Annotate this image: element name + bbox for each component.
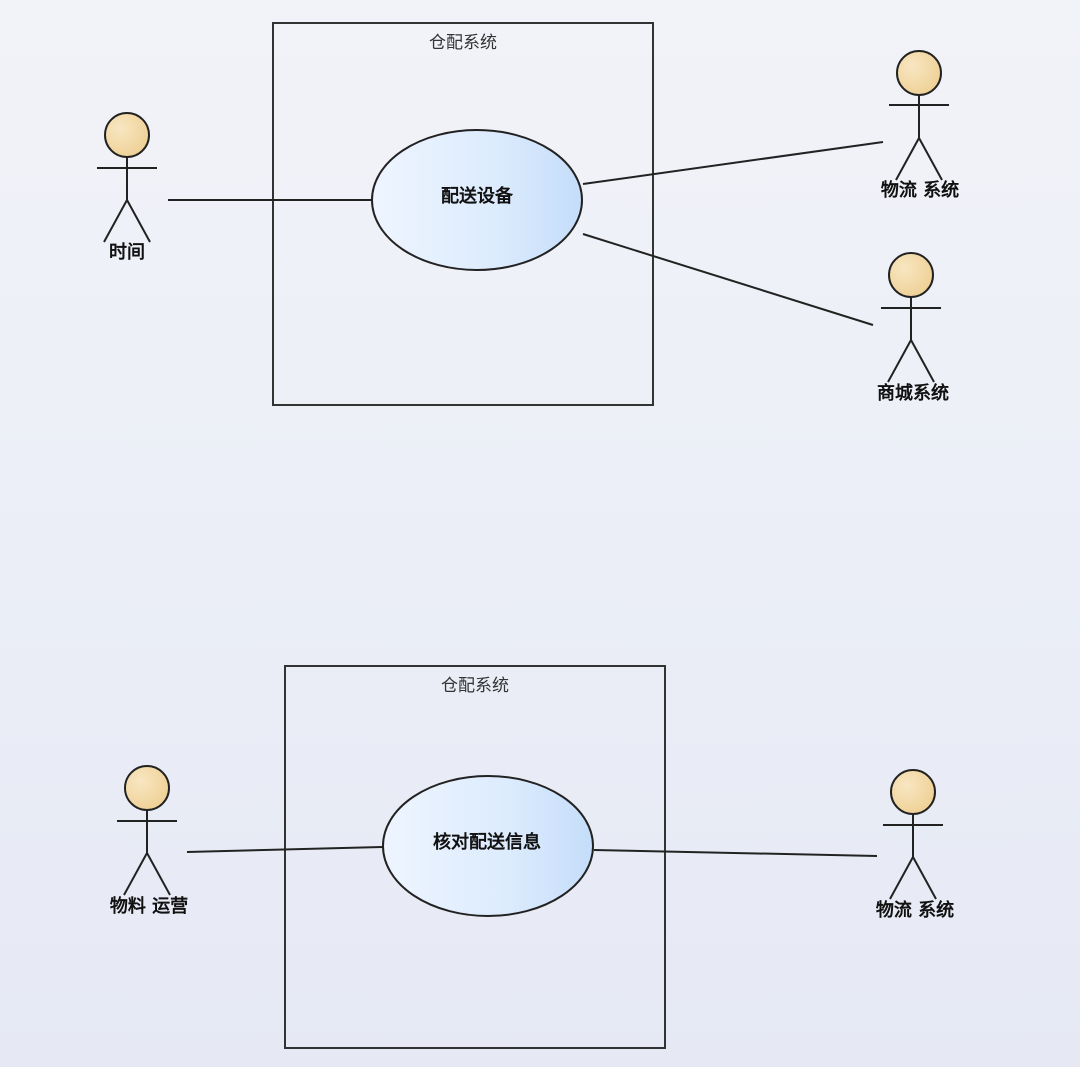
actor-label: 物料 运营 [110,895,188,917]
actor-head-icon [104,112,150,158]
association-usecase-logistics[interactable] [593,849,878,857]
diagram-2: 仓配系统 核对配送信息 物料 运营 物流 系统 [110,665,954,1049]
usecase-label: 配送设备 [441,185,514,207]
system-boundary-title-2: 仓配系统 [441,676,509,696]
usecase-ellipse[interactable] [382,775,594,917]
actor-legs [895,135,943,181]
actor-label: 时间 [109,242,145,263]
actor-head-icon [896,50,942,96]
actor-label: 物流 系统 [881,179,959,201]
usecase-label: 核对配送信息 [433,831,541,853]
association-usecase-mall[interactable] [582,233,874,326]
actor-legs [889,854,937,900]
actor-legs [103,197,151,243]
actor-mall-system[interactable]: 商城系统 [877,252,949,404]
diagram-1: 仓配系统 配送设备 时间 物流 系统 [97,22,959,406]
usecase-delivery-equipment[interactable]: 配送设备 [371,129,583,271]
association-material-ops-usecase[interactable] [186,846,385,853]
actor-head-icon [888,252,934,298]
actor-material-operations[interactable]: 物料 运营 [110,765,188,917]
system-boundary-title-1: 仓配系统 [429,33,497,53]
usecase-verify-delivery-info[interactable]: 核对配送信息 [382,775,594,917]
system-boundary-1[interactable] [272,22,654,406]
actor-logistics-system[interactable]: 物流 系统 [881,50,959,201]
association-usecase-logistics[interactable] [582,141,884,185]
actor-label: 商城系统 [877,382,949,404]
actor-legs [887,337,935,383]
actor-label: 物流 系统 [876,899,954,921]
actor-time[interactable]: 时间 [97,112,157,263]
actor-legs [123,850,171,896]
system-boundary-2[interactable] [284,665,666,1049]
usecase-ellipse[interactable] [371,129,583,271]
actor-logistics-system-2[interactable]: 物流 系统 [876,769,954,921]
actor-head-icon [890,769,936,815]
actor-head-icon [124,765,170,811]
